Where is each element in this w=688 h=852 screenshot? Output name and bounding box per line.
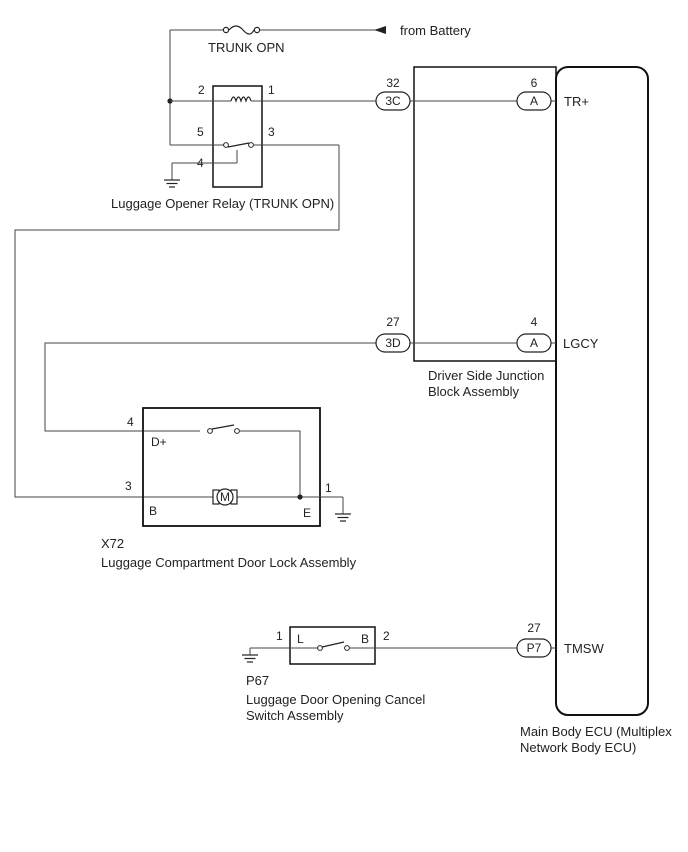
- cancel-switch-name-line1: Luggage Door Opening Cancel: [246, 692, 425, 707]
- circuit-tr-plus: 3C 32 A 6 TR+: [375, 76, 589, 111]
- ecu-pin-4: 4: [531, 315, 538, 329]
- signal-tmsw: TMSW: [564, 641, 604, 656]
- junction-dot: [297, 494, 303, 500]
- signal-lgcy: LGCY: [563, 336, 599, 351]
- fuse-trunk-opn: TRUNK OPN from Battery: [170, 23, 471, 55]
- connector-a-lgcy: A: [530, 336, 538, 350]
- signal-tr-plus: TR+: [564, 94, 589, 109]
- fuse-label: TRUNK OPN: [208, 40, 285, 55]
- relay-pin-1: 1: [268, 83, 275, 97]
- cancel-switch-name-line2: Switch Assembly: [246, 708, 344, 723]
- door-lock-code: X72: [101, 536, 124, 551]
- relay-pin-2: 2: [198, 83, 205, 97]
- connector-3d: 3D: [385, 336, 401, 350]
- circuit-tmsw: P7 27 TMSW: [516, 621, 604, 658]
- ecu-name-line1: Main Body ECU (Multiplex: [520, 724, 672, 739]
- junction-block-name-line1: Driver Side Junction: [428, 368, 544, 383]
- motor-symbol: M: [220, 490, 230, 504]
- relay-pin-4: 4: [197, 156, 204, 170]
- door-lock-pin-1: 1: [325, 481, 332, 495]
- door-lock-label-dplus: D+: [151, 435, 167, 449]
- ecu-pin-6: 6: [531, 76, 538, 90]
- main-body-ecu: Main Body ECU (Multiplex Network Body EC…: [520, 66, 672, 755]
- cancel-switch-pin-2: 2: [383, 629, 390, 643]
- junction-pin-32: 32: [386, 76, 400, 90]
- arrow-left-icon: [374, 26, 386, 34]
- luggage-opener-relay: 2 1 5 3 4 Luggage Opener Relay (TRUNK OP…: [111, 83, 376, 211]
- junction-pin-27: 27: [386, 315, 400, 329]
- battery-label: from Battery: [400, 23, 471, 38]
- cancel-switch-assembly: 1 2 L B P67 Luggage Door Opening Cancel …: [242, 626, 517, 723]
- cancel-switch-label-l: L: [297, 632, 304, 646]
- ground-icon: [164, 179, 180, 188]
- cancel-switch-pin-1: 1: [276, 629, 283, 643]
- door-lock-assembly: M 4 3 1 D+ B E X72 Luggage Compartment D…: [101, 407, 357, 570]
- connector-a-tr: A: [530, 94, 538, 108]
- door-lock-name: Luggage Compartment Door Lock Assembly: [101, 555, 357, 570]
- ecu-pin-27: 27: [527, 621, 541, 635]
- relay-name: Luggage Opener Relay (TRUNK OPN): [111, 196, 334, 211]
- ground-icon: [242, 654, 258, 663]
- junction-block-name-line2: Block Assembly: [428, 384, 520, 399]
- motor-icon: M: [212, 488, 238, 506]
- ground-icon: [335, 513, 351, 522]
- relay-coil-icon: [230, 96, 252, 104]
- door-lock-pin-4: 4: [127, 415, 134, 429]
- circuit-lgcy: 3D 27 A 4 LGCY: [44, 315, 599, 432]
- door-lock-label-b: B: [149, 504, 157, 518]
- cancel-switch-code: P67: [246, 673, 269, 688]
- relay-pin-3: 3: [268, 125, 275, 139]
- connector-3c: 3C: [385, 94, 401, 108]
- door-lock-pin-3: 3: [125, 479, 132, 493]
- connector-p7: P7: [527, 641, 542, 655]
- door-lock-label-e: E: [303, 506, 311, 520]
- ecu-name-line2: Network Body ECU): [520, 740, 636, 755]
- cancel-switch-label-b: B: [361, 632, 369, 646]
- relay-pin-5: 5: [197, 125, 204, 139]
